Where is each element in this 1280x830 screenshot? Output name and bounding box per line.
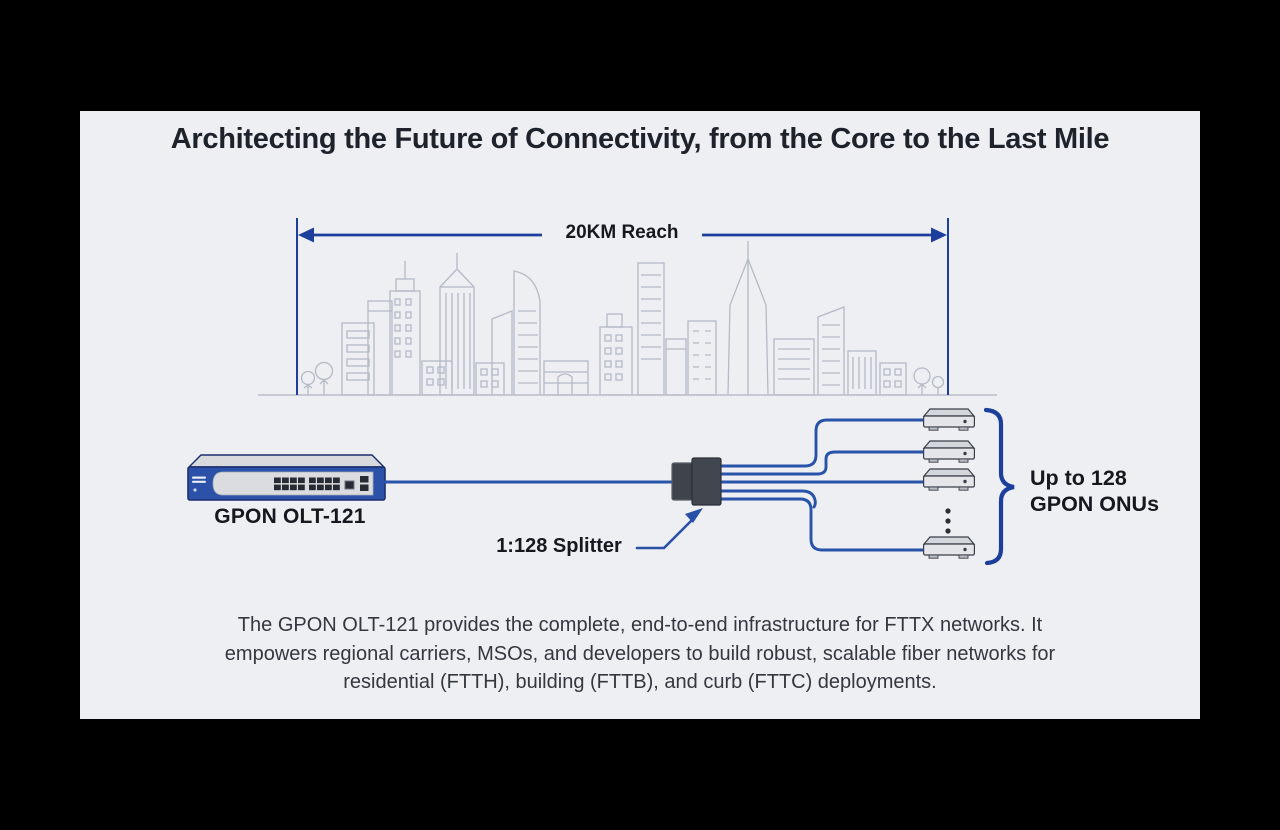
splitter-illustration bbox=[671, 457, 722, 506]
onu-count-line2: GPON ONUs bbox=[1030, 491, 1160, 516]
onu-group-brace bbox=[983, 407, 1015, 566]
description-paragraph: The GPON OLT-121 provides the complete, … bbox=[138, 611, 1142, 697]
onu-count-label: Up to 128 GPON ONUs bbox=[1030, 466, 1200, 517]
page-title: Architecting the Future of Connectivity,… bbox=[170, 123, 1110, 155]
reach-label: 20KM Reach bbox=[565, 222, 679, 243]
network-diagram bbox=[187, 218, 1015, 566]
description-line: empowers regional carriers, MSOs, and de… bbox=[224, 642, 1056, 665]
onu-count-line1: Up to 128 bbox=[1030, 466, 1127, 490]
reach-dimension-arrow bbox=[296, 218, 949, 395]
fiber-lines bbox=[383, 418, 925, 552]
onu-device-illustration bbox=[922, 440, 976, 463]
olt-port-bank bbox=[274, 477, 340, 491]
olt-device-illustration bbox=[187, 454, 386, 501]
splitter-label: 1:128 Splitter bbox=[496, 535, 622, 557]
splitter-pointer-arrow bbox=[635, 508, 703, 550]
description-line: residential (FTTH), building (FTTB), and… bbox=[343, 671, 937, 693]
onu-device-illustration bbox=[922, 468, 976, 491]
onu-device-illustration bbox=[922, 536, 976, 559]
onu-device-illustration bbox=[922, 408, 976, 431]
olt-label: GPON OLT-121 bbox=[214, 505, 366, 528]
infographic-card: Architecting the Future of Connectivity,… bbox=[80, 111, 1200, 719]
ellipsis-dots bbox=[945, 508, 951, 534]
description-line: The GPON OLT-121 provides the complete, … bbox=[237, 614, 1043, 636]
city-skyline-illustration bbox=[300, 241, 945, 396]
